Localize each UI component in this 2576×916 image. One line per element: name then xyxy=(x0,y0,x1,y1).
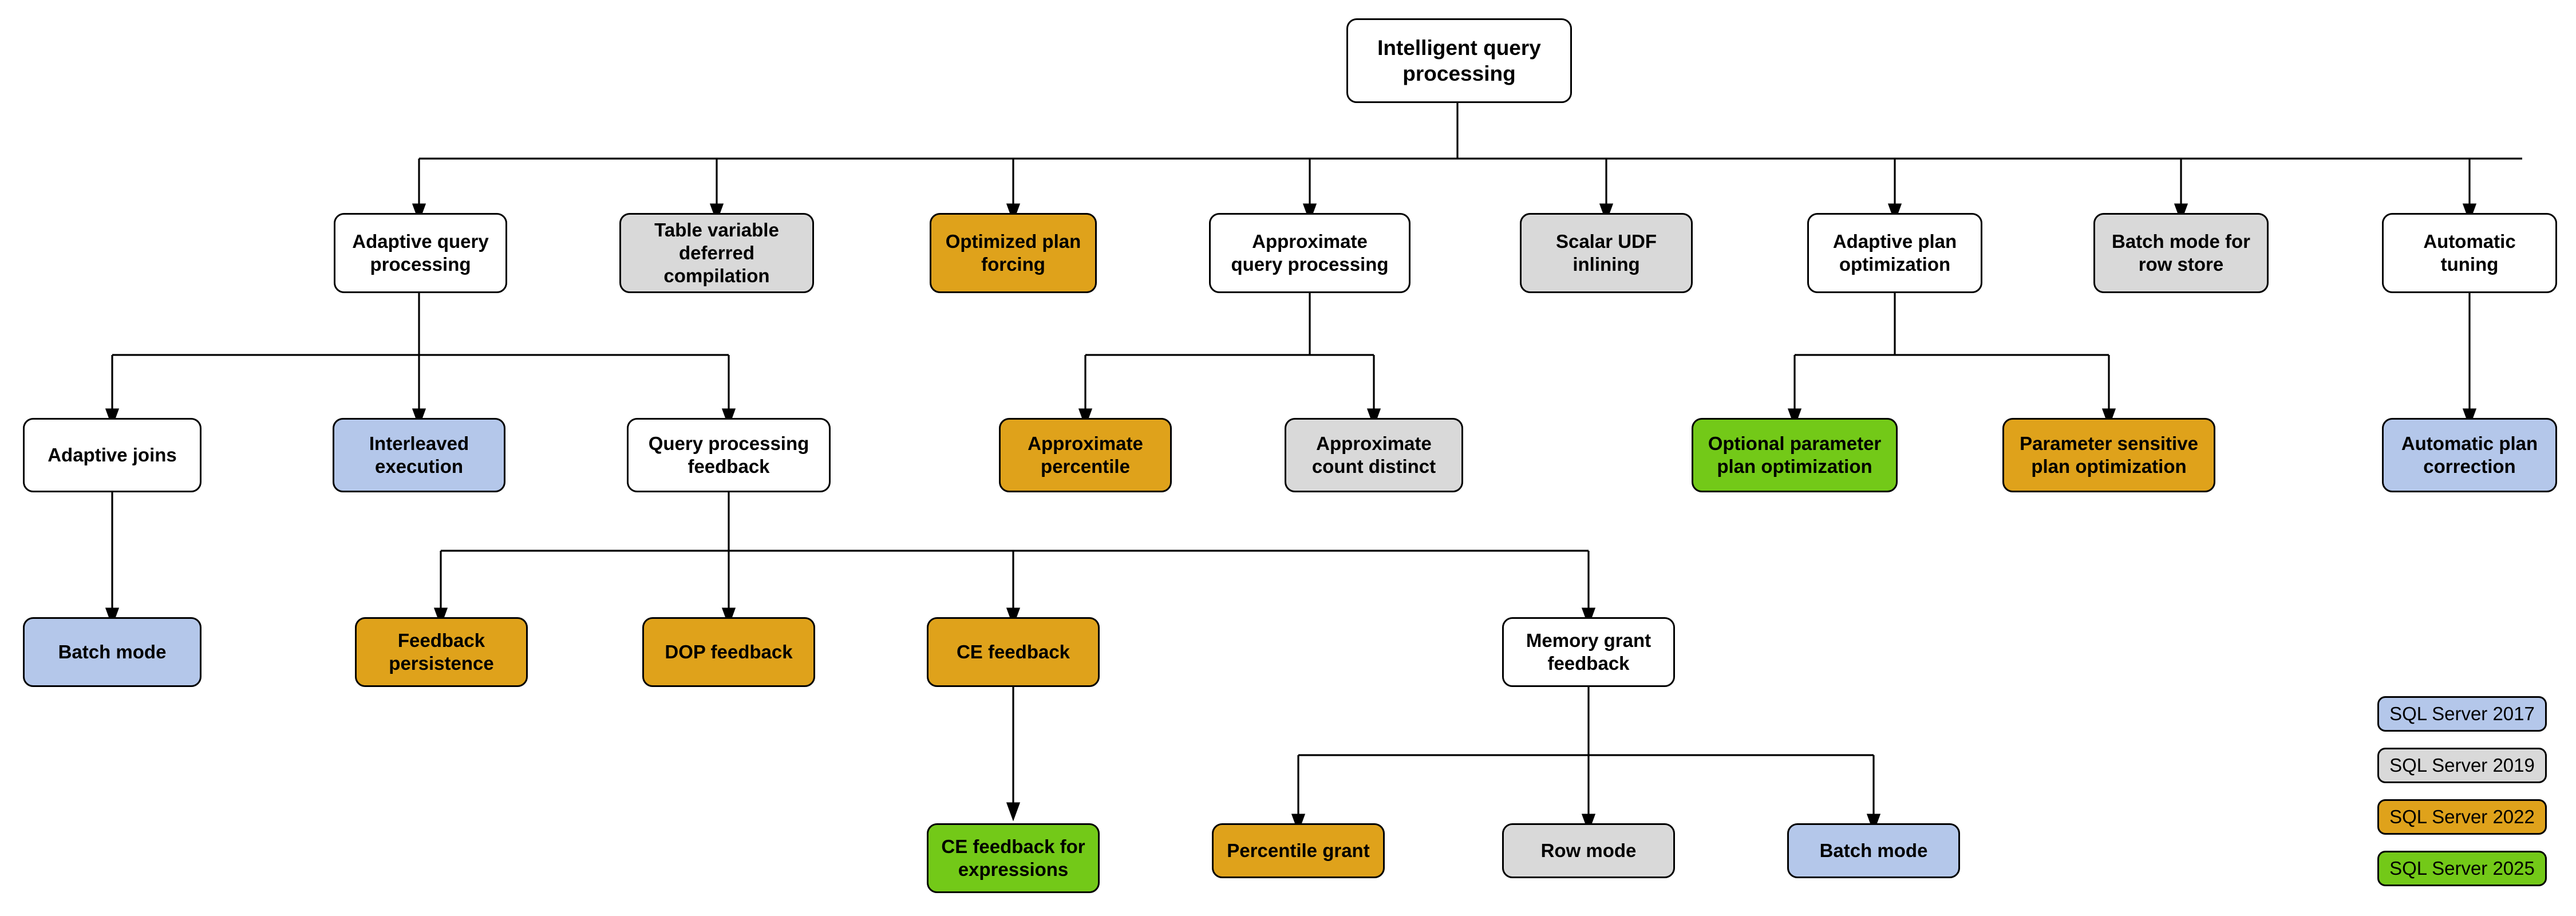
legend-item-sql-server-2017[interactable]: SQL Server 2017 xyxy=(2377,696,2547,732)
node-optimized-plan-forcing[interactable]: Optimized plan forcing xyxy=(930,213,1097,293)
node-adaptive-joins[interactable]: Adaptive joins xyxy=(23,418,202,492)
node-interleaved-execution[interactable]: Interleaved execution xyxy=(333,418,505,492)
node-table-variable-deferred-compilation[interactable]: Table variable deferred compilation xyxy=(619,213,814,293)
node-parameter-sensitive-plan-optimization[interactable]: Parameter sensitive plan optimization xyxy=(2002,418,2215,492)
node-ce-feedback-for-expressions[interactable]: CE feedback for expressions xyxy=(927,823,1100,893)
legend-item-sql-server-2025[interactable]: SQL Server 2025 xyxy=(2377,851,2547,886)
node-intelligent-query-processing[interactable]: Intelligent query processing xyxy=(1346,18,1572,103)
node-adaptive-plan-optimization[interactable]: Adaptive plan optimization xyxy=(1807,213,1982,293)
node-batch-mode-memory-grant[interactable]: Batch mode xyxy=(1787,823,1960,878)
node-memory-grant-feedback[interactable]: Memory grant feedback xyxy=(1502,617,1675,687)
node-query-processing-feedback[interactable]: Query processing feedback xyxy=(627,418,831,492)
node-approximate-count-distinct[interactable]: Approximate count distinct xyxy=(1285,418,1463,492)
node-adaptive-query-processing[interactable]: Adaptive query processing xyxy=(334,213,507,293)
legend-item-sql-server-2019[interactable]: SQL Server 2019 xyxy=(2377,748,2547,783)
node-row-mode[interactable]: Row mode xyxy=(1502,823,1675,878)
node-approximate-query-processing[interactable]: Approximate query processing xyxy=(1209,213,1411,293)
node-approximate-percentile[interactable]: Approximate percentile xyxy=(999,418,1172,492)
node-dop-feedback[interactable]: DOP feedback xyxy=(642,617,815,687)
legend-item-sql-server-2022[interactable]: SQL Server 2022 xyxy=(2377,799,2547,835)
node-optional-parameter-plan-optimization[interactable]: Optional parameter plan optimization xyxy=(1692,418,1898,492)
node-automatic-plan-correction[interactable]: Automatic plan correction xyxy=(2382,418,2557,492)
node-percentile-grant[interactable]: Percentile grant xyxy=(1212,823,1385,878)
node-batch-mode-adaptive-joins[interactable]: Batch mode xyxy=(23,617,202,687)
node-automatic-tuning[interactable]: Automatic tuning xyxy=(2382,213,2557,293)
node-feedback-persistence[interactable]: Feedback persistence xyxy=(355,617,528,687)
node-batch-mode-for-row-store[interactable]: Batch mode for row store xyxy=(2093,213,2269,293)
node-scalar-udf-inlining[interactable]: Scalar UDF inlining xyxy=(1520,213,1693,293)
node-ce-feedback[interactable]: CE feedback xyxy=(927,617,1100,687)
